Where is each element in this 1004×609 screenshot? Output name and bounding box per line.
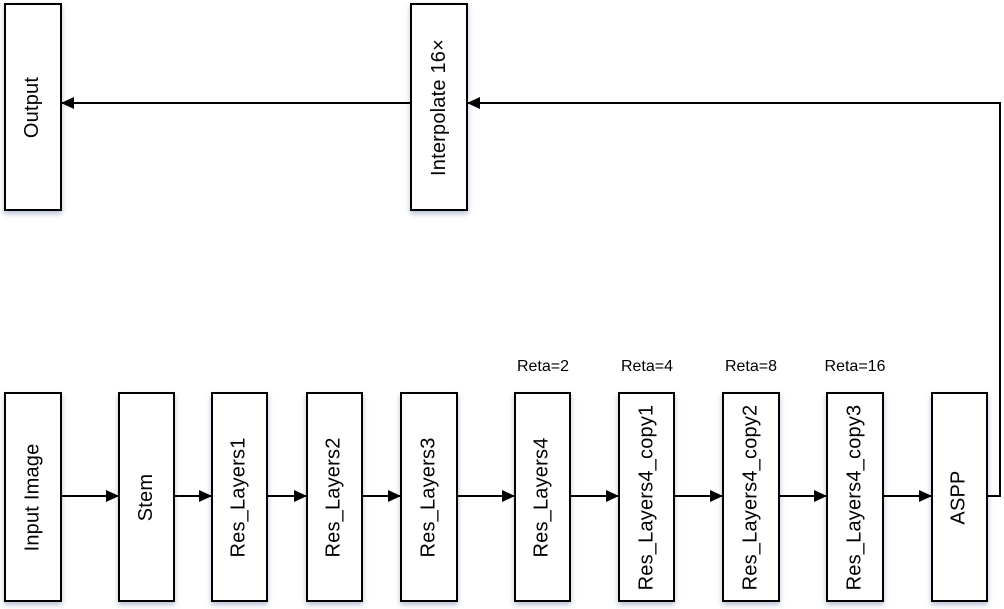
node-interpolate-16x-label: Interpolate 16× <box>427 38 450 176</box>
annotation-reta-2: Reta=2 <box>516 358 570 375</box>
node-input-image-label: Input Image <box>21 443 44 551</box>
arrow-stem-to-res1 <box>175 490 212 502</box>
node-stem-label: Stem <box>134 473 157 521</box>
node-stem: Stem <box>118 392 175 602</box>
node-res-layers4-copy3-label: Res_Layers4_copy3 <box>843 404 866 590</box>
node-res-layers2: Res_Layers2 <box>306 392 363 602</box>
node-aspp-label: ASPP <box>948 469 971 525</box>
arrow-input-to-stem <box>62 490 119 502</box>
connector-vertical-riser <box>999 102 1001 497</box>
annotation-reta-4: Reta=4 <box>620 358 674 375</box>
node-output: Output <box>4 3 62 211</box>
node-res-layers4-copy3: Res_Layers4_copy3 <box>826 392 884 602</box>
node-res-layers4-copy1: Res_Layers4_copy1 <box>618 392 675 602</box>
node-res-layers1: Res_Layers1 <box>211 392 268 602</box>
node-res-layers4: Res_Layers4 <box>514 392 571 602</box>
annotation-reta-8: Reta=8 <box>724 358 778 375</box>
node-res-layers4-copy1-label: Res_Layers4_copy1 <box>635 404 658 590</box>
arrow-riser-to-interpolate <box>467 97 1001 109</box>
node-res-layers3: Res_Layers3 <box>400 392 458 602</box>
connector-aspp-stub <box>988 495 1001 497</box>
arrow-copy1-to-copy2 <box>675 490 723 502</box>
node-output-label: Output <box>21 76 44 138</box>
node-res-layers1-label: Res_Layers1 <box>228 436 251 558</box>
arrow-res3-to-res4 <box>458 490 515 502</box>
node-res-layers4-copy2-label: Res_Layers4_copy2 <box>739 404 762 590</box>
arrow-copy3-to-aspp <box>884 490 932 502</box>
arrow-res1-to-res2 <box>268 490 307 502</box>
node-res-layers4-copy2: Res_Layers4_copy2 <box>722 392 780 602</box>
node-res-layers2-label: Res_Layers2 <box>323 436 346 558</box>
node-interpolate-16x: Interpolate 16× <box>410 3 468 211</box>
node-res-layers3-label: Res_Layers3 <box>417 436 440 558</box>
arrow-res4-to-copy1 <box>571 490 619 502</box>
arrow-copy2-to-copy3 <box>780 490 827 502</box>
arrow-interpolate-to-output <box>61 97 410 109</box>
node-input-image: Input Image <box>4 392 62 602</box>
node-res-layers4-label: Res_Layers4 <box>531 436 554 558</box>
annotation-reta-16: Reta=16 <box>824 358 886 375</box>
node-aspp: ASPP <box>931 392 988 602</box>
arrow-res2-to-res3 <box>363 490 401 502</box>
